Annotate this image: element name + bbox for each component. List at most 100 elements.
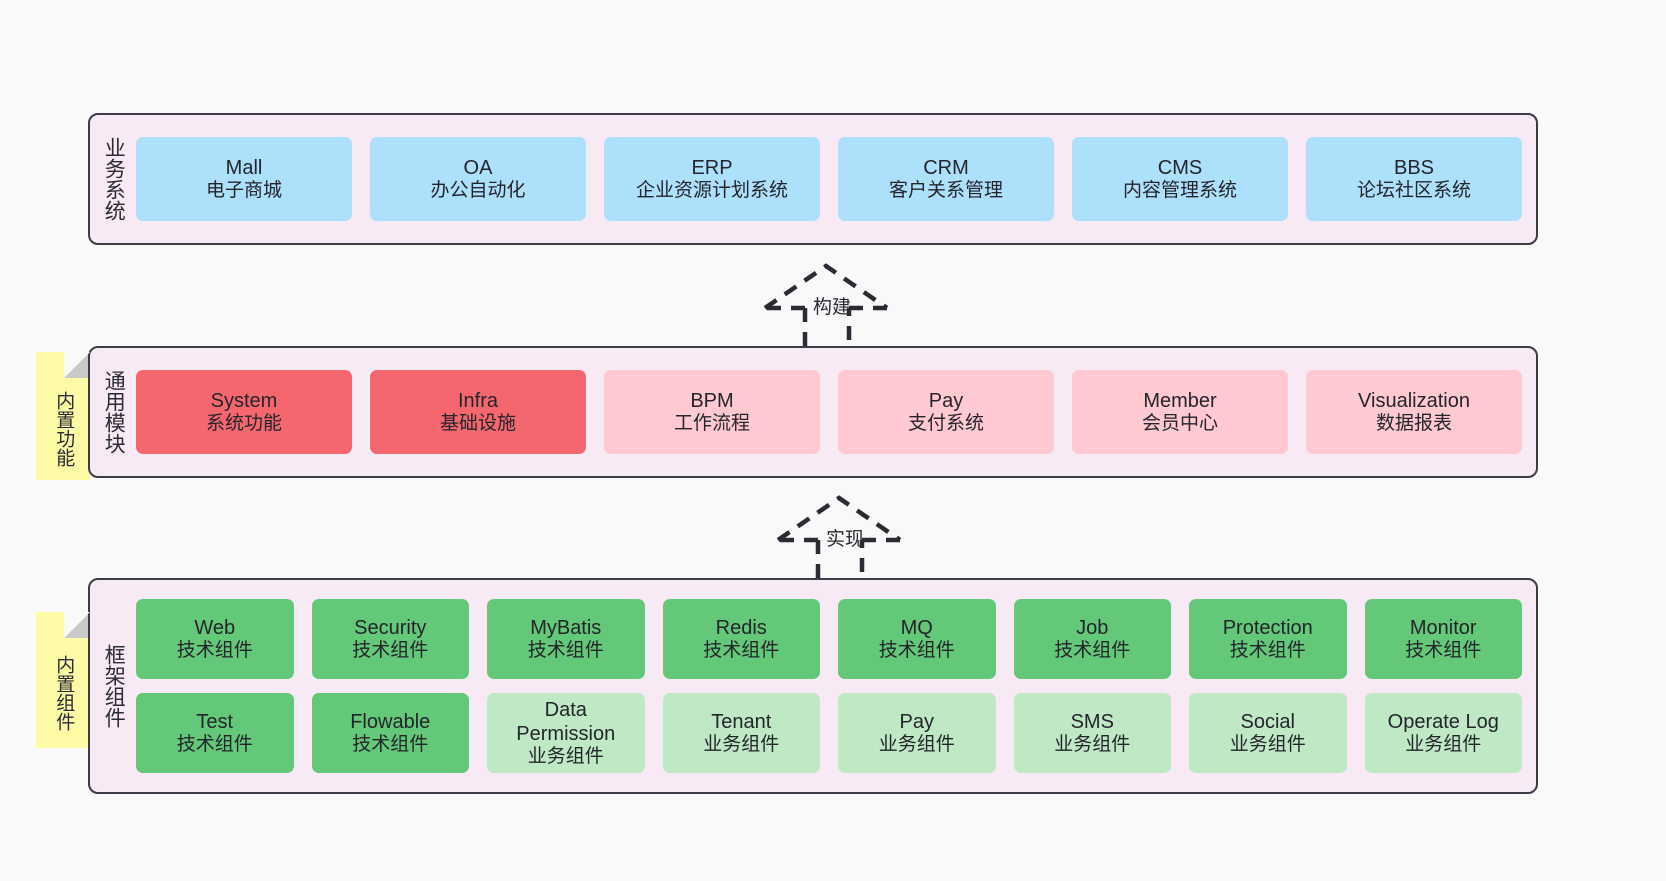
box-title: Test: [196, 710, 234, 733]
box-title: Member: [1143, 389, 1217, 412]
box-title: Flowable: [350, 710, 431, 733]
layer-business-title: 业务系统: [102, 137, 126, 221]
box-subtitle: 会员中心: [1141, 412, 1218, 434]
box-title: Web: [194, 616, 236, 639]
box-subtitle: 技术组件: [1054, 639, 1131, 661]
box-subtitle: 业务组件: [878, 733, 955, 755]
box-title: Pay: [899, 710, 934, 733]
box-title: ERP: [691, 156, 733, 179]
box-subtitle: 技术组件: [1229, 639, 1306, 661]
implement-arrow-label: 实现: [825, 529, 865, 550]
box-title: System: [210, 389, 278, 412]
note-builtin-components: 内置组件: [36, 612, 90, 748]
build-arrow-label: 构建: [812, 297, 852, 318]
box-subtitle: 客户关系管理: [888, 179, 1003, 201]
box-subtitle: 系统功能: [205, 412, 282, 434]
implement-arrow-icon: [776, 495, 902, 584]
box-title: Job: [1076, 616, 1109, 639]
box-title: SMS: [1070, 710, 1114, 733]
box-subtitle: 业务组件: [527, 745, 604, 767]
box-title: OA: [463, 156, 493, 179]
box-title: Pay: [928, 389, 964, 412]
box-title: Mall: [225, 156, 263, 179]
layer-framework-title: 框架组件: [102, 644, 126, 728]
note-builtin-components-label: 内置组件: [53, 655, 75, 731]
box-subtitle: 技术组件: [176, 639, 253, 661]
box-subtitle: 工作流程: [673, 412, 750, 434]
connector-build: 构建: [757, 258, 907, 352]
box-title: BBS: [1393, 156, 1435, 179]
box-title: Protection: [1222, 616, 1313, 639]
box-subtitle: 业务组件: [1405, 733, 1482, 755]
box-subtitle: 支付系统: [907, 412, 984, 434]
box-title: Infra: [457, 389, 499, 412]
box-title: Social: [1240, 710, 1295, 733]
box-title: Visualization: [1358, 389, 1470, 412]
box-subtitle: 业务组件: [703, 733, 780, 755]
box-subtitle: 业务组件: [1054, 733, 1131, 755]
box-subtitle: 论坛社区系统: [1356, 179, 1471, 201]
box-title: CRM: [923, 156, 969, 179]
box-subtitle: 电子商城: [205, 179, 282, 201]
box-subtitle: 技术组件: [703, 639, 780, 661]
box-subtitle: 企业资源计划系统: [635, 179, 788, 201]
box-title: CMS: [1157, 156, 1203, 179]
box-title: Operate Log: [1387, 710, 1499, 733]
box-subtitle: 技术组件: [1405, 639, 1482, 661]
note-builtin-features: 内置功能: [36, 352, 90, 480]
box-subtitle: 技术组件: [176, 733, 253, 755]
box-subtitle: 业务组件: [1229, 733, 1306, 755]
box-title: MyBatis: [530, 616, 602, 639]
box-subtitle: 内容管理系统: [1122, 179, 1237, 201]
box-subtitle: 基础设施: [439, 412, 516, 434]
box-title: Redis: [715, 616, 767, 639]
box-subtitle: 技术组件: [352, 639, 429, 661]
connector-implement: 实现: [770, 490, 920, 584]
box-subtitle: 技术组件: [352, 733, 429, 755]
layer-common-title: 通用模块: [102, 370, 126, 454]
box-subtitle: 技术组件: [527, 639, 604, 661]
box-title: Monitor: [1409, 616, 1477, 639]
box-title: Tenant: [711, 710, 772, 733]
box-title: MQ: [900, 616, 933, 639]
